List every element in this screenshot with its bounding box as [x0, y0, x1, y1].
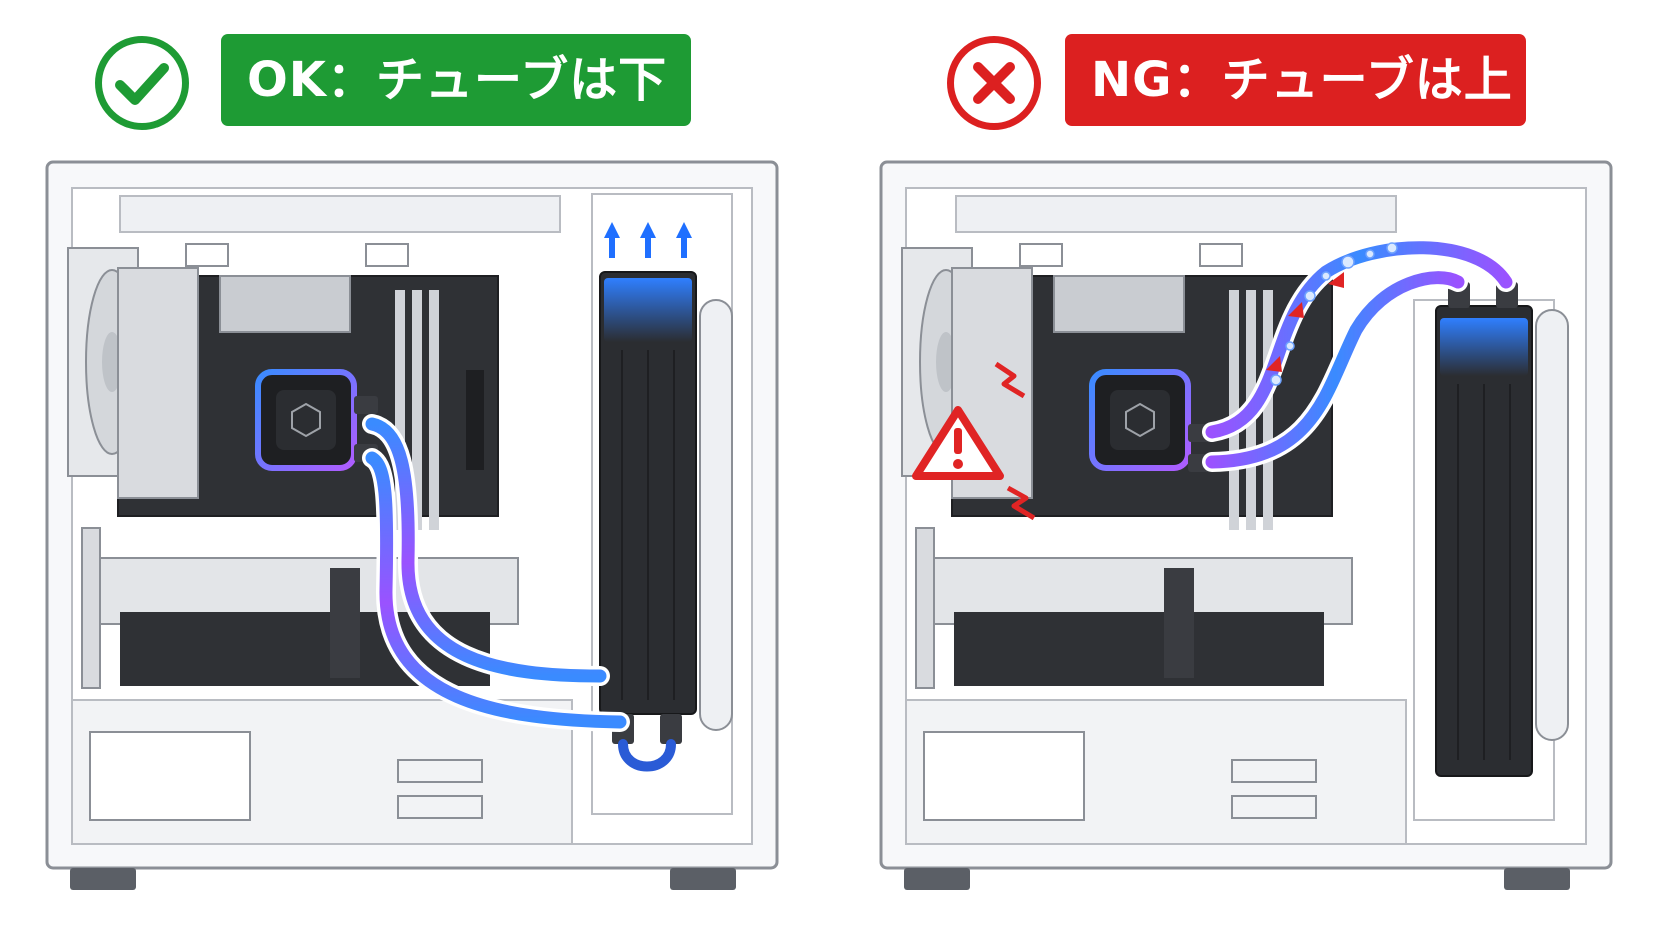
- tubes-low-routing: [362, 414, 676, 772]
- cross-icon: [973, 62, 1015, 104]
- ok-label: OK：チューブは下: [221, 34, 691, 126]
- front-radiator: [1413, 282, 1569, 821]
- psu-shroud: [905, 699, 1407, 845]
- warning-triangle-icon: [912, 406, 1004, 480]
- check-badge: [95, 36, 189, 130]
- spark-icon: [994, 361, 1036, 521]
- ok-pc-case-illustration: [45, 160, 779, 890]
- check-icon: [115, 63, 169, 105]
- front-radiator: [591, 193, 733, 815]
- cpu-pump-block: [1089, 369, 1212, 472]
- bubble-icon: [1270, 242, 1398, 386]
- ok-panel: OK：チューブは下: [45, 34, 779, 890]
- up-arrow-icon: [604, 222, 692, 258]
- ng-pc-case-illustration: [879, 160, 1613, 890]
- motherboard: [951, 243, 1333, 530]
- graphics-card: [81, 527, 519, 689]
- flow-arrow-icon: [1266, 272, 1344, 372]
- psu-shroud: [71, 699, 573, 845]
- ng-panel: NG：チューブは上: [836, 0, 1672, 941]
- graphics-card: [915, 527, 1353, 689]
- ng-label: NG：チューブは上: [1065, 34, 1526, 126]
- cross-badge: [947, 36, 1041, 130]
- cpu-pump-block: [255, 369, 378, 471]
